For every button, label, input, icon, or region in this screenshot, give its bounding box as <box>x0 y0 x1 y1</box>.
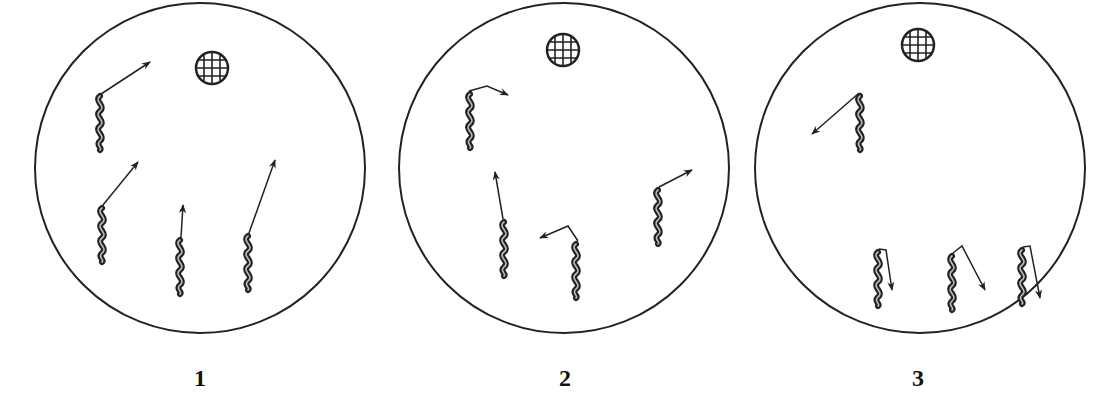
motion-arrow <box>659 170 692 187</box>
motion-arrow <box>879 249 892 290</box>
bacterium <box>656 190 660 244</box>
field-circle <box>35 3 365 333</box>
motion-arrow <box>495 172 503 219</box>
bacterium <box>468 94 472 148</box>
particle <box>902 29 934 61</box>
bacterium <box>876 252 880 306</box>
figure-number: 3 <box>912 366 924 390</box>
bacterium <box>100 208 104 262</box>
figure-number: 1 <box>194 366 206 390</box>
bacterium <box>858 96 862 150</box>
motion-arrow <box>249 160 275 233</box>
field-circle <box>399 3 729 333</box>
bacterium <box>950 256 954 310</box>
motion-arrow <box>953 246 985 290</box>
particle <box>196 52 228 84</box>
bacterium <box>178 240 182 294</box>
motion-arrow <box>101 62 150 94</box>
motion-arrow <box>469 86 508 95</box>
motion-arrow <box>812 93 859 134</box>
motion-arrow <box>1023 246 1040 298</box>
bacterium <box>246 236 250 290</box>
field-circle <box>755 3 1085 333</box>
bacterium <box>502 222 506 276</box>
bacterium <box>98 96 102 150</box>
particle <box>547 34 579 66</box>
bacterium <box>574 244 578 298</box>
motion-arrow <box>540 226 578 241</box>
bacterium <box>1020 250 1024 304</box>
motion-arrow <box>181 205 183 237</box>
figure-number: 2 <box>559 366 571 390</box>
motion-arrow <box>103 162 138 205</box>
